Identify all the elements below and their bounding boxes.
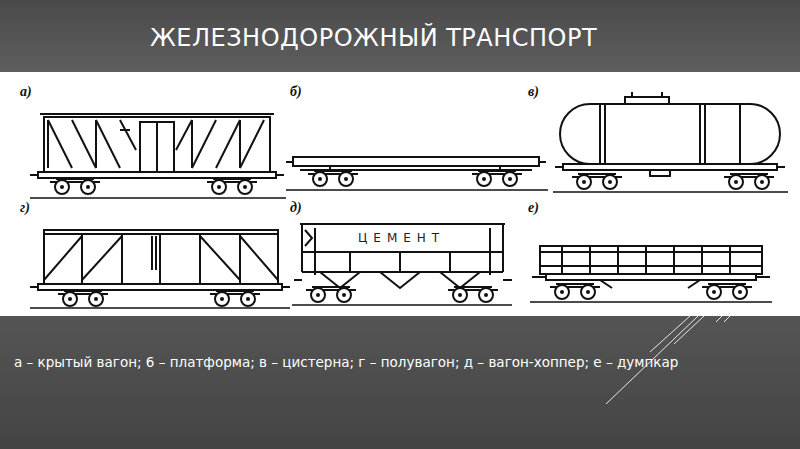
figure-letter: в) [528, 84, 539, 100]
tank-car [553, 92, 788, 192]
figure-letter: д) [290, 200, 302, 216]
wagon-inscription: ЦЕМЕНТ [358, 231, 445, 245]
page-title: ЖЕЛЕЗНОДОРОЖНЫЙ ТРАНСПОРТ [150, 24, 597, 52]
dump-car [530, 246, 772, 302]
figure-letter: а) [20, 84, 32, 100]
figure-letter: б) [290, 84, 302, 100]
hopper-car [292, 224, 512, 305]
white-panel [0, 72, 800, 316]
caption-text: а – крытый вагон; 6 – платформа; в – цис… [14, 352, 784, 372]
figure-letter: г) [20, 200, 30, 216]
flat-car [286, 157, 548, 190]
boxcar [30, 114, 286, 198]
gondola-car [30, 230, 290, 308]
figure-letter: е) [528, 200, 539, 216]
